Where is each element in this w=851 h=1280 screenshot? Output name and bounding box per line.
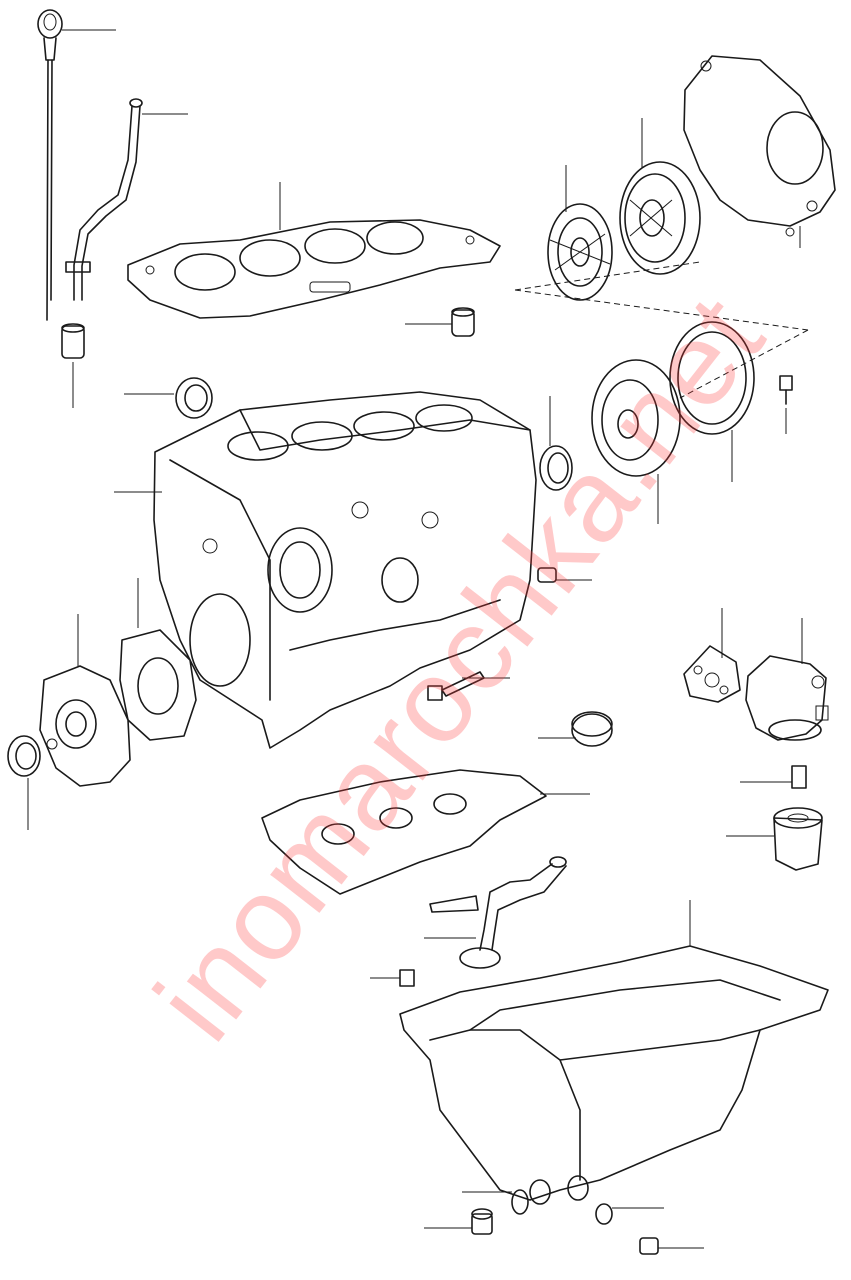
oil-pump-gasket xyxy=(119,578,197,741)
cylinder-head-gasket xyxy=(127,182,501,319)
rear-crank-seal xyxy=(539,396,573,491)
oil-filler-cap xyxy=(61,323,85,408)
flywheel-bolt xyxy=(779,375,793,434)
crankshaft-front-seal xyxy=(124,377,213,419)
oil-filter-nipple xyxy=(740,765,807,789)
block-dowel xyxy=(537,567,592,583)
flywheel-housing-plate xyxy=(683,55,836,248)
engine-block xyxy=(114,391,537,749)
dowel-pin xyxy=(405,307,475,337)
dipstick-tube xyxy=(65,98,188,301)
oil-filter-housing-gasket xyxy=(683,608,741,703)
oil-filter xyxy=(726,807,823,871)
clutch-disc xyxy=(547,165,613,301)
flywheel-ring-gear xyxy=(669,321,755,482)
oil-pump xyxy=(39,614,131,787)
sump-bolt xyxy=(370,969,415,987)
front-oil-seal xyxy=(7,735,41,830)
drain-plug xyxy=(424,1208,493,1235)
drain-plug-2 xyxy=(639,1237,704,1255)
long-bolt xyxy=(427,671,510,701)
alignment-line xyxy=(514,289,809,331)
oil-pickup-tube xyxy=(424,856,567,969)
oil-pan xyxy=(399,900,829,1205)
alignment-line xyxy=(514,261,701,291)
clutch-pressure-plate xyxy=(619,118,701,275)
oil-baffle-plate xyxy=(261,769,590,895)
drain-washer xyxy=(462,1189,529,1215)
oil-dipstick xyxy=(37,9,116,321)
oil-filter-housing xyxy=(745,618,829,741)
flywheel xyxy=(591,359,681,524)
drain-washer-2 xyxy=(595,1203,664,1225)
core-plug xyxy=(538,711,613,747)
